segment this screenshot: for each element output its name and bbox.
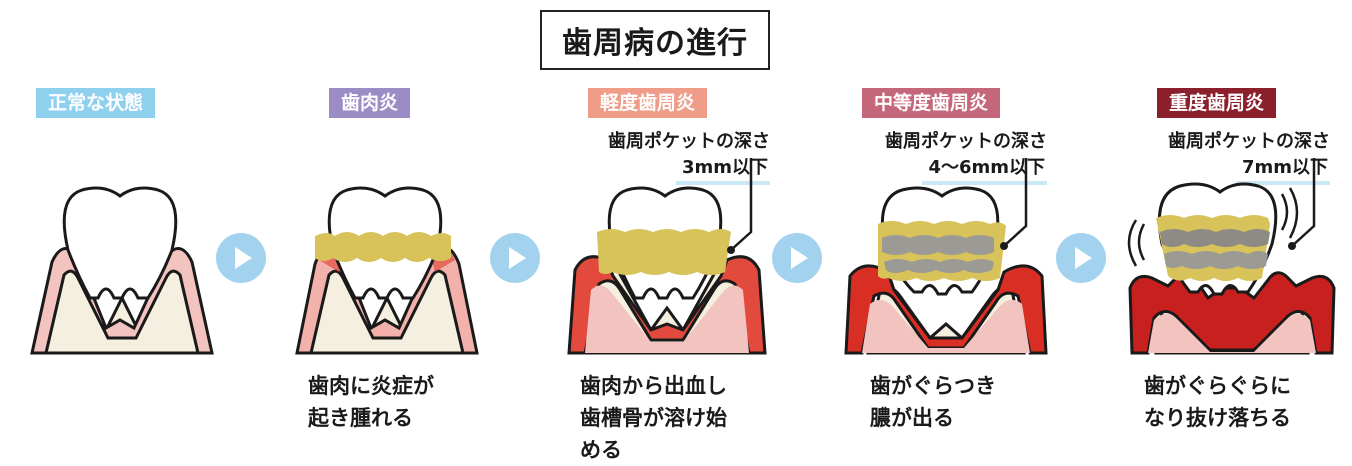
stage-label-severe: 重度歯周炎 [1157,88,1277,118]
description-line: 歯がぐらつき [870,374,996,398]
pocket-label: 歯周ポケットの深さ [1168,131,1330,152]
description-line: める [580,438,622,462]
description-line: 歯槽骨が溶け始 [580,406,727,430]
next-arrow-icon [772,233,822,283]
pocket-depth-value: 7mm以下 [1235,155,1330,185]
next-arrow-icon [216,233,266,283]
stage-description-moderate: 歯がぐらつき 膿が出る [870,370,996,434]
pocket-depth-value: 4～6mm以下 [922,155,1047,185]
stage-label-gingivitis: 歯肉炎 [329,88,411,118]
diagram-title: 歯周病の進行 [540,10,770,70]
next-arrow-icon [1056,233,1106,283]
pocket-depth-mild: 歯周ポケットの深さ 3mm以下 [580,129,770,185]
pocket-depth-severe: 歯周ポケットの深さ 7mm以下 [1140,129,1330,185]
stage-description-severe: 歯がぐらぐらに なり抜け落ちる [1144,370,1291,434]
description-line: 歯がぐらぐらに [1144,374,1291,398]
next-arrow-icon [490,233,540,283]
description-line: 起き腫れる [308,406,413,430]
pocket-label: 歯周ポケットの深さ [608,131,770,152]
tooth-moderate-periodontitis-illustration [844,158,1048,355]
description-line: 歯肉に炎症が [308,374,434,398]
tooth-mild-periodontitis-illustration [567,158,767,355]
description-line: 膿が出る [870,406,954,430]
pocket-label: 歯周ポケットの深さ [885,131,1047,152]
stage-label-mild: 軽度歯周炎 [588,88,708,118]
stage-label-normal: 正常な状態 [36,88,156,118]
stage-description-gingivitis: 歯肉に炎症が 起き腫れる [308,370,434,434]
tooth-severe-periodontitis-illustration [1127,158,1336,355]
stage-description-mild: 歯肉から出血し 歯槽骨が溶け始 める [580,370,727,466]
description-line: 歯肉から出血し [580,374,727,398]
tooth-normal-illustration [30,186,214,355]
pocket-depth-value: 3mm以下 [675,155,770,185]
stage-label-moderate: 中等度歯周炎 [862,88,1001,118]
tooth-gingivitis-illustration [295,186,479,355]
description-line: なり抜け落ちる [1144,406,1291,430]
pocket-depth-moderate: 歯周ポケットの深さ 4～6mm以下 [857,129,1047,185]
